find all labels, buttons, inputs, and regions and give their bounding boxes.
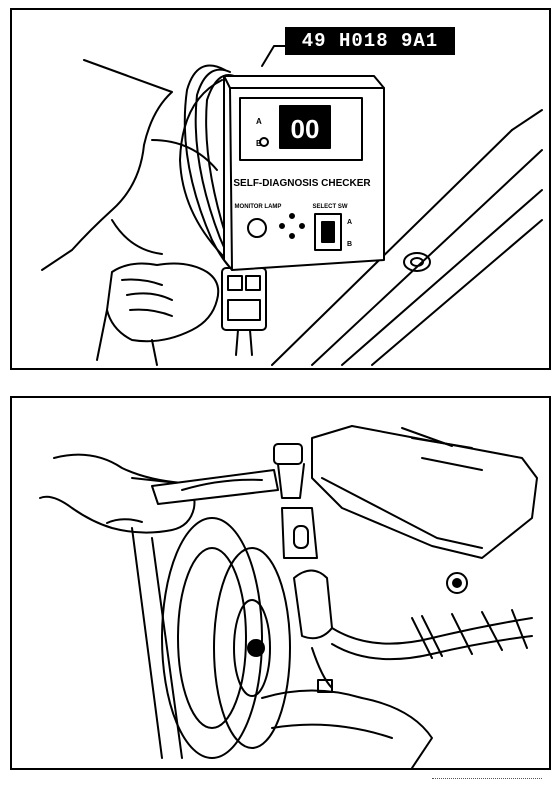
bottom-illustration-panel (10, 396, 551, 770)
switch-a-label: A (347, 219, 352, 226)
display-digits: 00 (291, 114, 320, 144)
indicator-b-label: B (256, 139, 262, 148)
part-number-tag: 49 H018 9A1 (285, 27, 455, 55)
select-sw-label: SELECT SW (312, 204, 347, 210)
page-footer-rule (432, 776, 542, 779)
checker-connection-illustration: A B 00 SELF-DIAGNOSIS CHECKER MONITOR LA… (41, 45, 543, 366)
indicator-a-label: A (256, 117, 262, 126)
part-tag-leader (261, 45, 288, 67)
monitor-lamp-label: MONITOR LAMP (235, 204, 282, 210)
switch-b-label: B (347, 241, 352, 248)
checker-title: SELF-DIAGNOSIS CHECKER (233, 178, 371, 189)
engine-bay-illustration (39, 425, 538, 768)
top-illustration-panel: A B 00 SELF-DIAGNOSIS CHECKER MONITOR LA… (10, 8, 551, 370)
